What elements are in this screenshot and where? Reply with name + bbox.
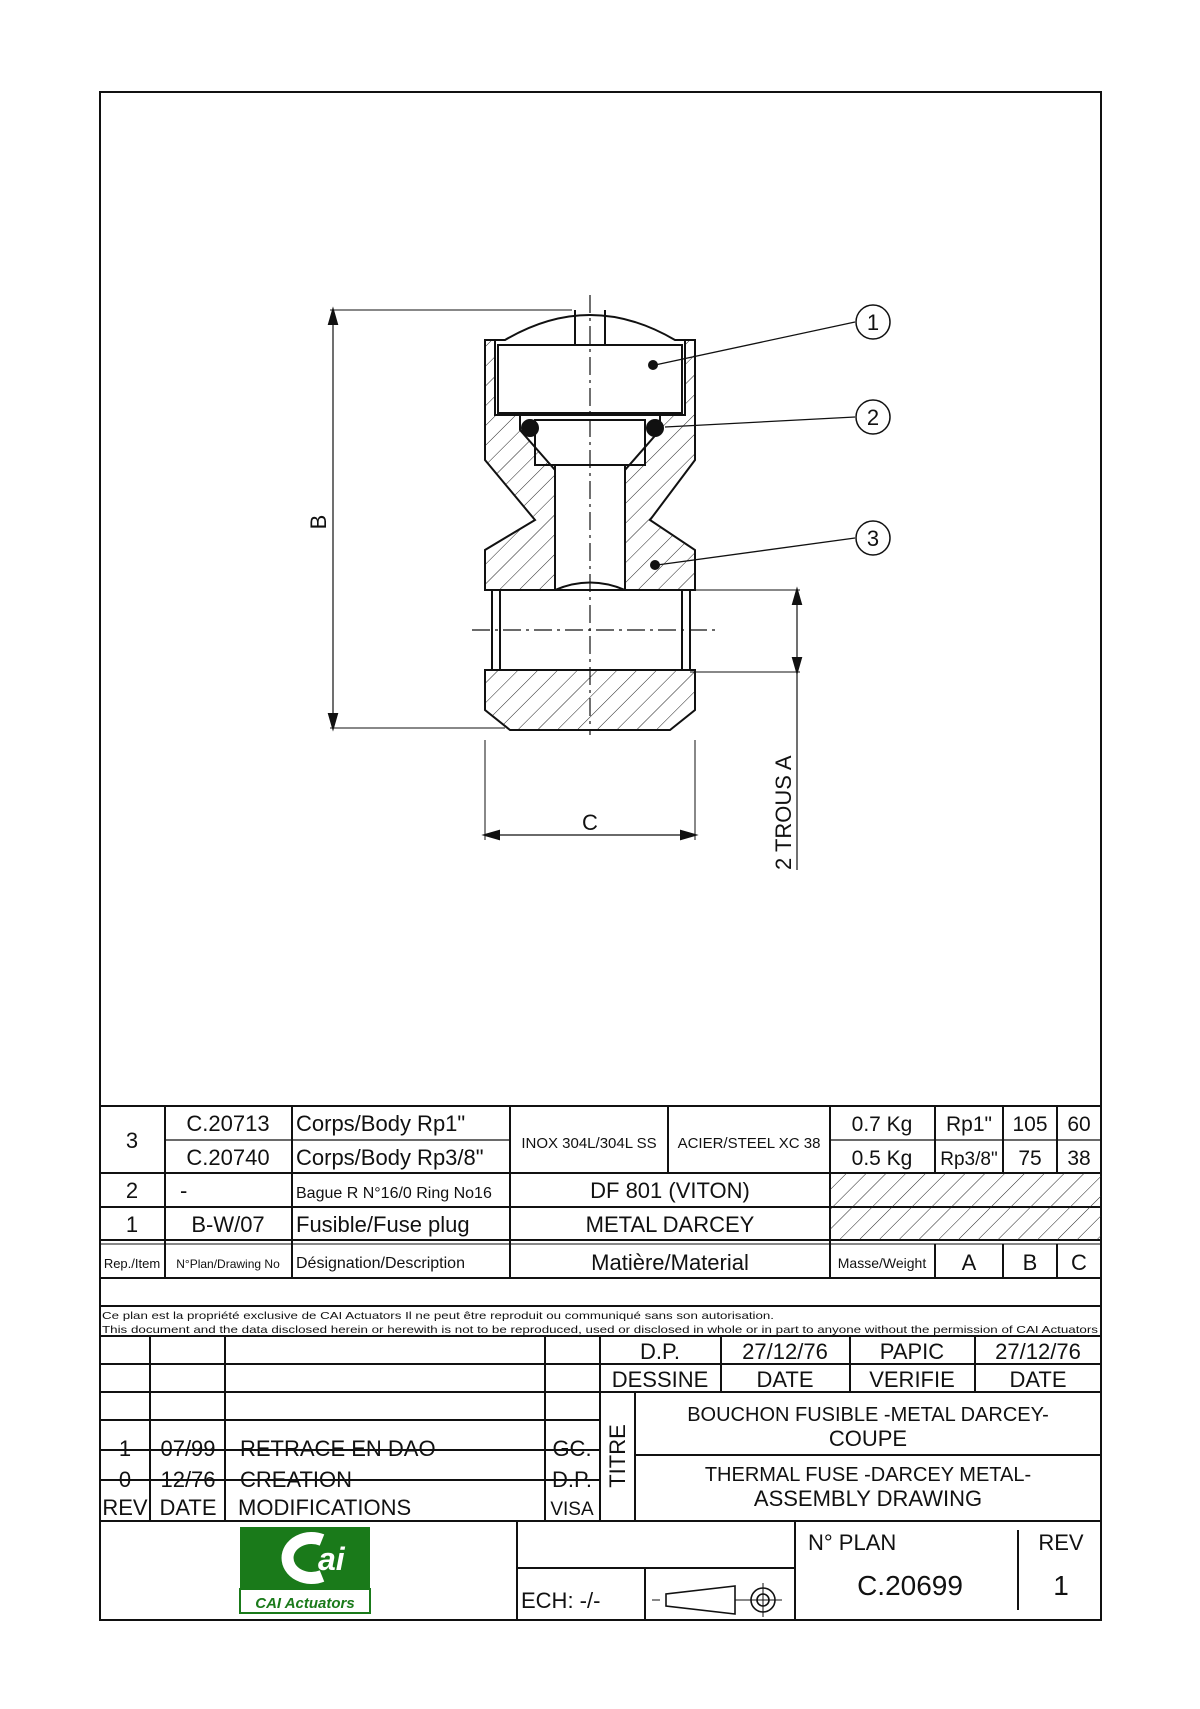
bom-mass-3a: 0.7 Kg	[852, 1113, 913, 1136]
bom-desc-2: Bague R N°16/0 Ring No16	[296, 1185, 492, 1202]
title-en-line1: THERMAL FUSE -DARCEY METAL-	[705, 1464, 1031, 1486]
logo-text: CAI Actuators	[255, 1595, 354, 1612]
bom-ref-1: B-W/07	[191, 1212, 264, 1237]
callout-1	[855, 304, 891, 340]
rev-row-0-date: 12/76	[160, 1467, 215, 1492]
titre-label: TITRE	[605, 1424, 630, 1488]
notice-fr: Ce plan est la propriété exclusive de CA…	[102, 1310, 774, 1322]
bom-b-3b: 75	[1018, 1147, 1041, 1170]
bom-ref-3b: C.20740	[186, 1145, 269, 1170]
bom-header-designation: Désignation/Description	[296, 1255, 465, 1272]
dim-b-label: B	[306, 515, 331, 530]
rev-row-1-mod: RETRACE EN DAO	[240, 1436, 436, 1461]
title-fr-line2: COUPE	[829, 1426, 907, 1451]
bom-header-c: C	[1071, 1250, 1087, 1275]
rev-number: 1	[1053, 1570, 1069, 1601]
rev-row-0-mod: CREATION	[240, 1467, 352, 1492]
checked-label: VERIFIE	[869, 1367, 955, 1392]
bom-mass-3b: 0.5 Kg	[852, 1147, 913, 1170]
assembly-drawing	[327, 295, 891, 870]
title-block	[99, 1335, 1102, 1621]
bom-material-1: METAL DARCEY	[586, 1212, 755, 1237]
bom-header-a: A	[962, 1250, 977, 1275]
bom-b-3a: 105	[1012, 1113, 1047, 1136]
checked-by: PAPIC	[880, 1339, 945, 1364]
dim-a-label: 2 TROUS A	[771, 755, 796, 870]
bom-ref-2: -	[180, 1178, 187, 1203]
plan-number: C.20699	[857, 1570, 963, 1601]
bom-a-3a: Rp1"	[946, 1113, 992, 1136]
callout-2	[855, 399, 891, 435]
bom-material-3a: INOX 304L/304L SS	[521, 1135, 656, 1152]
callout-2-label: 2	[867, 405, 879, 430]
bom-desc-3a: Corps/Body Rp1"	[296, 1111, 465, 1136]
logo-c-mark	[281, 1532, 325, 1584]
bom-header-b: B	[1023, 1250, 1038, 1275]
scale-label: ECH: -/-	[521, 1588, 600, 1613]
callout-3	[855, 520, 891, 556]
bom-material-2: DF 801 (VITON)	[590, 1178, 750, 1203]
drawn-by: D.P.	[640, 1339, 680, 1364]
notice-en: This document and the data disclosed her…	[102, 1324, 1098, 1336]
title-en-line2: ASSEMBLY DRAWING	[754, 1486, 982, 1511]
bom-rep-1: 1	[126, 1212, 138, 1237]
callout-3-label: 3	[867, 526, 879, 551]
bom-c-3b: 38	[1067, 1147, 1090, 1170]
checked-date-label: DATE	[1009, 1367, 1066, 1392]
bom-header-plan: N°Plan/Drawing No	[176, 1257, 280, 1271]
drawn-label: DESSINE	[612, 1367, 709, 1392]
rev-header-rev: REV	[102, 1495, 148, 1520]
rev-row-0-rev: 0	[119, 1467, 131, 1492]
rev-label: REV	[1038, 1530, 1084, 1555]
bom-header-material: Matière/Material	[591, 1250, 749, 1275]
rev-header-date: DATE	[159, 1495, 216, 1520]
bom-desc-3b: Corps/Body Rp3/8"	[296, 1145, 484, 1170]
rev-header-visa: VISA	[550, 1499, 594, 1520]
bom-ref-3a: C.20713	[186, 1111, 269, 1136]
drawn-date-label: DATE	[756, 1367, 813, 1392]
plan-label: N° PLAN	[808, 1530, 896, 1555]
checked-date: 27/12/76	[995, 1339, 1081, 1364]
rev-row-1-visa: GC.	[552, 1436, 591, 1461]
bom-rep-2: 2	[126, 1178, 138, 1203]
rev-header-mod: MODIFICATIONS	[238, 1495, 411, 1520]
bom-desc-1: Fusible/Fuse plug	[296, 1212, 470, 1237]
callout-1-label: 1	[867, 310, 879, 335]
bom-table	[99, 1105, 1102, 1307]
rev-row-1-rev: 1	[119, 1436, 131, 1461]
bom-rep-3: 3	[126, 1128, 138, 1153]
logo-mark: ai	[318, 1541, 346, 1577]
rev-row-1-date: 07/99	[160, 1436, 215, 1461]
dim-c-label: C	[582, 810, 598, 835]
title-fr-line1: BOUCHON FUSIBLE -METAL DARCEY-	[687, 1404, 1049, 1426]
bom-header-mass: Masse/Weight	[838, 1255, 927, 1271]
drawn-date: 27/12/76	[742, 1339, 828, 1364]
bom-c-3a: 60	[1067, 1113, 1090, 1136]
bom-material-3b: ACIER/STEEL XC 38	[678, 1135, 821, 1152]
bom-header-rep: Rep./Item	[104, 1256, 160, 1271]
rev-row-0-visa: D.P.	[552, 1467, 592, 1492]
cai-logo: ai CAI Actuators	[239, 1527, 371, 1614]
bom-a-3b: Rp3/8"	[940, 1149, 997, 1170]
